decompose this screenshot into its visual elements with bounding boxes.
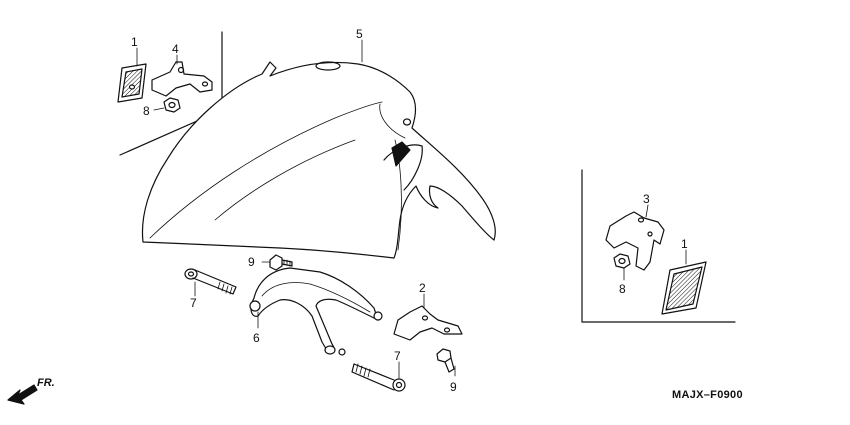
reflector-part-1-left bbox=[117, 63, 147, 103]
direction-label: FR. bbox=[37, 377, 55, 389]
bolt-part-9-lower bbox=[436, 348, 455, 373]
front-direction-arrow-icon bbox=[7, 384, 38, 405]
leader-8-left bbox=[153, 107, 165, 111]
nut-part-8-left bbox=[163, 97, 181, 113]
callout-9-upper: 9 bbox=[248, 255, 255, 269]
diagram-code: MAJX–F0900 bbox=[672, 389, 743, 401]
stay-part-3 bbox=[605, 211, 665, 271]
callout-1-left: 1 bbox=[131, 35, 138, 49]
leader-3 bbox=[645, 204, 649, 218]
callout-6: 6 bbox=[253, 331, 260, 345]
nut-part-8-right bbox=[613, 253, 631, 269]
bolt-part-7-lower bbox=[351, 363, 406, 392]
callout-3: 3 bbox=[643, 192, 650, 206]
callout-4: 4 bbox=[172, 42, 179, 56]
callout-8-left: 8 bbox=[143, 104, 150, 118]
bolt-part-9-upper bbox=[269, 254, 293, 271]
reflector-part-1-right bbox=[661, 261, 707, 315]
callout-1-right: 1 bbox=[681, 237, 688, 251]
callout-7-lower: 7 bbox=[394, 349, 401, 363]
callout-9-lower: 9 bbox=[450, 380, 457, 394]
stay-part-4 bbox=[151, 61, 213, 97]
inset-frame-right bbox=[581, 169, 736, 323]
callout-7-left: 7 bbox=[190, 296, 197, 310]
callout-5: 5 bbox=[356, 27, 363, 41]
stay-part-2 bbox=[393, 305, 463, 341]
front-fender-part-5 bbox=[141, 61, 496, 259]
fender-brace-part-6 bbox=[249, 267, 383, 356]
callout-8-right: 8 bbox=[619, 282, 626, 296]
callout-2: 2 bbox=[419, 281, 426, 295]
bolt-part-7-left bbox=[184, 268, 237, 295]
